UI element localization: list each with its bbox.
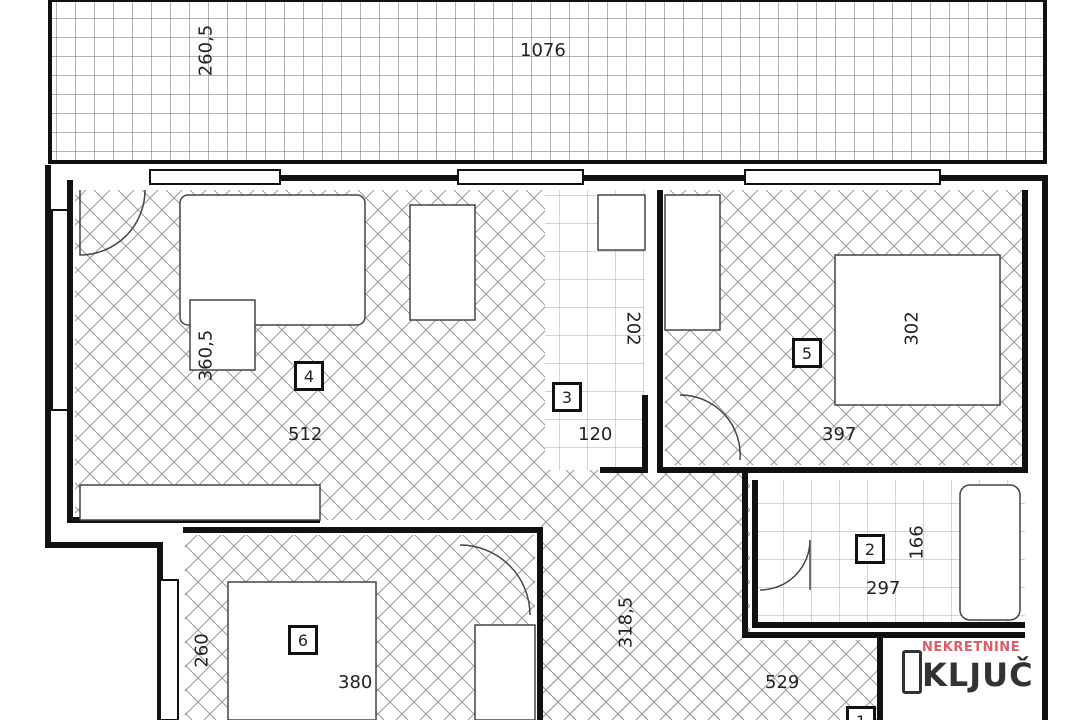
room4-number: 4 xyxy=(294,361,324,391)
room4-width: 512 xyxy=(288,424,323,445)
door-swings xyxy=(79,189,811,616)
logo: NEKRETNINE KLJUČ xyxy=(900,640,1065,698)
logo-top: NEKRETNINE xyxy=(922,640,1021,655)
room4-depth: 360,5 xyxy=(195,329,217,382)
balcony-depth: 260,5 xyxy=(195,24,217,77)
room3-depth: 202 xyxy=(622,311,644,346)
hall-floor-lower xyxy=(540,640,880,720)
room5-width: 397 xyxy=(822,424,857,445)
room5-depth: 302 xyxy=(901,311,923,346)
room2-number: 2 xyxy=(855,534,885,564)
room2-depth: 166 xyxy=(906,525,928,560)
room3-width: 120 xyxy=(578,424,613,445)
hall-width: 529 xyxy=(765,672,800,693)
room3-number: 3 xyxy=(552,382,582,412)
room6-width: 380 xyxy=(338,672,373,693)
room5-number: 5 xyxy=(792,338,822,368)
logo-main: KLJUČ xyxy=(922,656,1034,694)
balcony-width: 1076 xyxy=(520,40,566,61)
partial-room-number: 1 xyxy=(846,706,876,720)
windows xyxy=(51,169,941,720)
room2-width: 297 xyxy=(866,578,901,599)
room6-depth: 260 xyxy=(191,633,213,668)
key-icon xyxy=(902,650,922,694)
balcony xyxy=(48,0,1047,164)
hall-depth: 318,5 xyxy=(615,596,637,649)
room6-number: 6 xyxy=(288,625,318,655)
